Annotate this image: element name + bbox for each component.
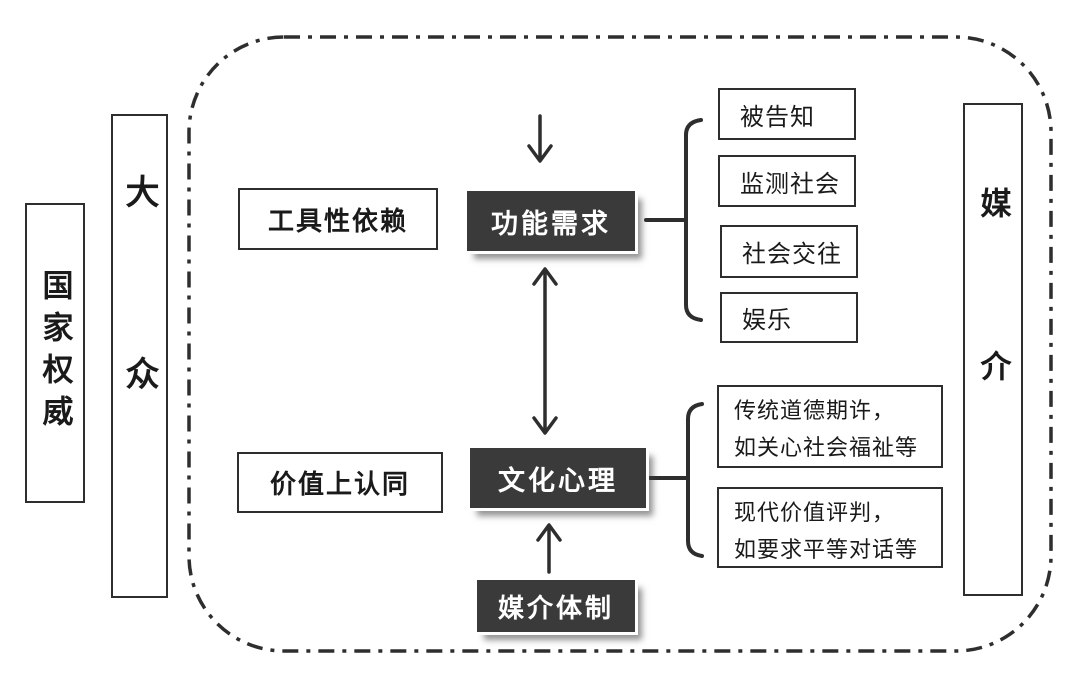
- cultural-psychology-box: 文化心理: [470, 448, 646, 508]
- functional-item-entertainment: 娱乐: [720, 292, 858, 343]
- functional-item-informed: 被告知: [718, 88, 856, 140]
- functional-items-brace: [644, 118, 703, 322]
- instrumental-dependence-box: 工具性依赖: [238, 188, 438, 250]
- masses-box: 大众: [111, 114, 168, 598]
- functional-needs-box: 功能需求: [467, 191, 635, 251]
- value-identification-box: 价值上认同: [237, 452, 443, 513]
- cultural-items-brace: [648, 402, 704, 558]
- media-box: 媒介: [963, 103, 1023, 596]
- media-system-box: 媒介体制: [477, 580, 635, 632]
- cultural-item-traditional-morality: 传统道德期许， 如关心社会福祉等: [717, 385, 943, 468]
- cultural-item-modern-values: 现代价值评判， 如要求平等对话等: [717, 487, 943, 568]
- functional-item-social-interaction: 社会交往: [720, 225, 858, 278]
- up-arrow-icon: [536, 523, 562, 574]
- national-authority-box: 国家权威: [25, 203, 85, 503]
- functional-item-monitor-society: 监测社会: [718, 155, 856, 207]
- double-arrow-icon: [532, 267, 558, 435]
- down-arrow-icon: [527, 114, 553, 163]
